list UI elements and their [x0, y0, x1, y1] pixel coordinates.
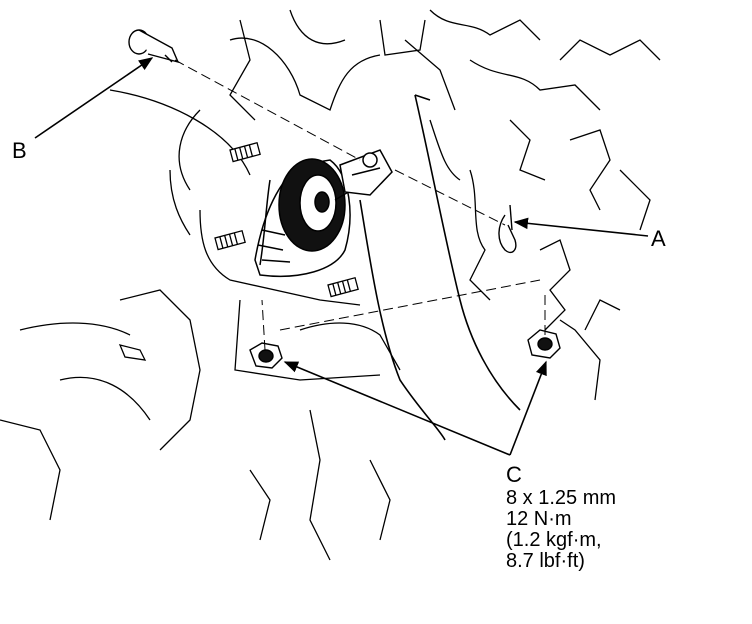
- mounting-studs: [214, 141, 359, 298]
- background-housing: [0, 9, 661, 561]
- bolt-size: 8 x 1.25 mm: [506, 487, 617, 509]
- leader-c-left: [283, 361, 511, 456]
- callout-b: B: [12, 138, 27, 163]
- torque-lbfft: 8.7 lbf·ft): [506, 550, 585, 572]
- leader-b: [34, 57, 154, 139]
- callout-c: C: [506, 462, 522, 487]
- leader-arrows: [34, 57, 649, 456]
- leader-c-right: [509, 360, 547, 456]
- clip-a: [498, 204, 517, 254]
- nuts-c: [249, 329, 561, 369]
- torque-nm: 12 N·m: [506, 508, 572, 530]
- slave-cylinder: [254, 158, 351, 277]
- push-rod-clevis: [334, 149, 393, 201]
- clevis-pin-b: [128, 29, 180, 64]
- torque-kgfm: (1.2 kgf·m,: [506, 529, 602, 551]
- callout-a: A: [651, 226, 666, 251]
- torque-spec: 8 x 1.25 mm 12 N·m (1.2 kgf·m, 8.7 lbf·f…: [506, 488, 616, 572]
- alignment-lines: [174, 59, 546, 351]
- leader-a: [513, 217, 649, 237]
- bracket-band: [359, 94, 521, 441]
